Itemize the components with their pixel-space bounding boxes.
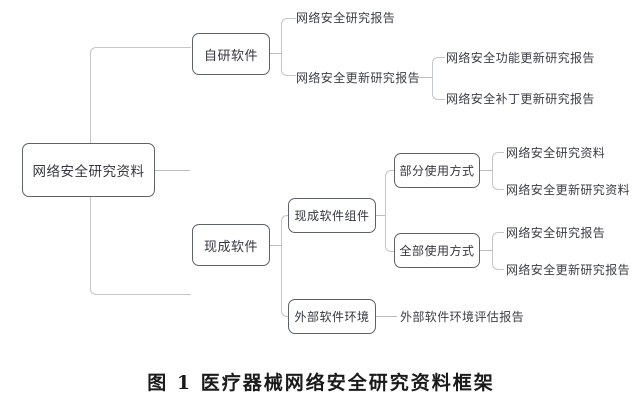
connector-external-to-leaf <box>375 316 397 317</box>
connector-full-branch-top <box>492 232 504 252</box>
connector-selfdev-branch-bottom <box>281 53 296 76</box>
connector-otss-stub <box>270 245 282 246</box>
connector-component-branch-bottom <box>385 215 396 252</box>
connector-root-stub <box>155 170 190 171</box>
node-full-use-mode[interactable]: 全部使用方式 <box>394 233 480 268</box>
node-external-software-environment-label: 外部软件环境 <box>294 310 370 324</box>
node-off-the-shelf-software[interactable]: 现成软件 <box>192 224 270 266</box>
node-off-the-shelf-software-label: 现成软件 <box>203 238 258 254</box>
leaf-external-software-environment-assessment-report: 外部软件环境评估报告 <box>400 310 525 324</box>
connector-update-branch-top <box>432 57 445 79</box>
connector-partial-branch-top <box>492 152 504 172</box>
connector-selfdev-branch-top <box>281 18 296 55</box>
leaf-security-function-update-research-report: 网络安全功能更新研究报告 <box>446 51 595 65</box>
connector-otss-branch-bottom <box>281 245 294 317</box>
connector-full-stub <box>479 250 492 251</box>
leaf-full-security-update-research-report: 网络安全更新研究报告 <box>506 263 631 277</box>
node-partial-use-mode-label: 部分使用方式 <box>399 164 475 178</box>
leaf-partial-security-research-material: 网络安全研究资料 <box>506 146 606 160</box>
node-self-developed-software-label: 自研软件 <box>203 47 258 63</box>
connector-selfdev-stub <box>270 53 282 54</box>
node-off-the-shelf-component-label: 现成软件组件 <box>294 209 370 223</box>
leaf-self-dev-security-research-report: 网络安全研究报告 <box>296 11 396 25</box>
node-full-use-mode-label: 全部使用方式 <box>399 244 475 258</box>
leaf-partial-security-update-research-material: 网络安全更新研究资料 <box>506 183 631 197</box>
figure-caption: 图 1 医疗器械网络安全研究资料框架 <box>147 372 495 394</box>
node-off-the-shelf-component[interactable]: 现成软件组件 <box>288 198 376 233</box>
connector-component-branch-top <box>385 170 396 217</box>
connector-component-stub <box>375 215 385 216</box>
leaf-self-dev-security-update-research-report: 网络安全更新研究报告 <box>296 71 421 85</box>
leaf-full-security-research-report: 网络安全研究报告 <box>506 226 606 240</box>
connector-update-stub <box>419 77 432 78</box>
node-root[interactable]: 网络安全研究资料 <box>22 143 155 197</box>
node-root-label: 网络安全研究资料 <box>32 164 145 179</box>
leaf-security-patch-update-research-report: 网络安全补丁更新研究报告 <box>446 92 595 106</box>
node-external-software-environment[interactable]: 外部软件环境 <box>288 299 376 334</box>
connector-otss-branch-top <box>281 215 294 247</box>
node-self-developed-software[interactable]: 自研软件 <box>192 33 270 75</box>
node-partial-use-mode[interactable]: 部分使用方式 <box>394 153 480 188</box>
connector-partial-branch-bottom <box>492 170 504 190</box>
connector-root-to-selfdev <box>90 47 191 172</box>
connector-update-branch-bottom <box>432 77 445 100</box>
connector-root-to-otss <box>90 170 191 295</box>
connector-partial-stub <box>479 170 492 171</box>
connector-full-branch-bottom <box>492 250 504 270</box>
